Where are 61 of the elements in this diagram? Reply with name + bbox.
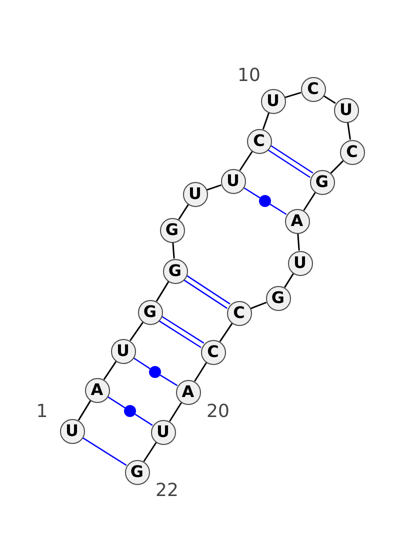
base-pair-line	[270, 145, 314, 174]
nucleotide-circle: U	[150, 420, 176, 444]
nucleotide-circle: G	[266, 286, 290, 310]
base-pair-dot	[124, 405, 136, 417]
backbone-line	[156, 281, 170, 302]
backbone-line	[168, 402, 182, 422]
base-pair-line	[162, 316, 204, 344]
backbone-line	[262, 112, 270, 130]
base-pair-line	[158, 320, 202, 348]
backbone-line	[172, 242, 175, 259]
nucleotide-circle: G	[162, 258, 188, 284]
backbone-line	[178, 204, 189, 220]
nucleotide-circle: U	[60, 418, 84, 444]
backbone-line	[330, 160, 344, 174]
nucleotide-circle: A	[284, 208, 310, 234]
nucleotide-circle: C	[246, 128, 272, 154]
nucleotide-circle: C	[200, 340, 226, 364]
nucleotide-circle: U	[334, 98, 358, 122]
base-pair-line	[160, 374, 178, 386]
backbone-line	[219, 322, 233, 342]
backbone-line	[103, 360, 117, 380]
position-number: 22	[156, 482, 178, 500]
backbone-line	[250, 302, 267, 310]
base-pair-line	[133, 357, 150, 370]
backbone-line	[194, 362, 208, 382]
nucleotide-circle: C	[300, 76, 326, 102]
position-number: 10	[238, 67, 260, 85]
backbone-line	[297, 233, 300, 251]
nucleotide-circle: U	[110, 338, 136, 364]
backbone-line	[143, 442, 157, 462]
base-pair-line	[268, 149, 310, 178]
nucleotide-circle: G	[138, 300, 162, 324]
base-pair-line	[134, 414, 153, 426]
base-pair-line	[82, 437, 127, 466]
backbone-line	[303, 192, 316, 211]
base-pair-dot	[149, 366, 161, 378]
backbone-line	[284, 273, 294, 288]
nucleotide-circle: U	[220, 168, 246, 194]
nucleotide-circle: G	[124, 460, 150, 484]
position-number: 1	[36, 403, 48, 421]
nucleotide-circle: U	[260, 88, 286, 114]
nucleotide-circle: U	[288, 250, 312, 276]
nucleotide-circle: A	[176, 380, 200, 404]
position-number: 20	[206, 403, 230, 421]
base-pair-line	[107, 396, 126, 408]
backbone-line	[130, 322, 144, 342]
nucleotide-circle: G	[310, 170, 334, 194]
backbone-line	[323, 95, 336, 104]
backbone-line	[284, 92, 302, 98]
nucleotide-circle: G	[160, 218, 184, 242]
base-pair-dot	[259, 195, 271, 207]
nucleotide-circle: C	[340, 140, 364, 164]
nucleotide-circle: C	[226, 300, 252, 326]
backbone-line	[347, 122, 351, 140]
nucleotide-circle: U	[182, 182, 208, 206]
base-pair-line	[243, 187, 260, 198]
base-pair-line	[270, 204, 287, 215]
backbone-line	[206, 184, 222, 191]
nucleotide-circle: A	[84, 378, 110, 402]
backbone-line	[78, 400, 92, 421]
backbone-line	[239, 151, 253, 171]
